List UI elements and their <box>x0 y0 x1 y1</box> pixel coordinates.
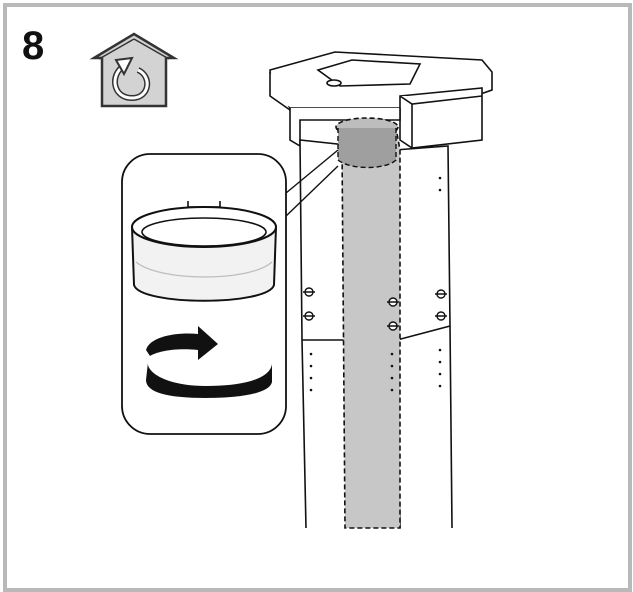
outlet-box <box>399 87 483 149</box>
detail-callout <box>121 153 287 435</box>
duct-collar <box>131 201 277 302</box>
wing-screws <box>303 287 447 331</box>
clockwise-rotation-arrow-icon <box>146 326 272 398</box>
perforation-dots <box>309 176 442 392</box>
callout-pointer <box>279 149 339 219</box>
flex-duct <box>335 117 401 529</box>
step-number: 8 <box>22 24 45 68</box>
house-recirculation-icon <box>89 32 179 108</box>
